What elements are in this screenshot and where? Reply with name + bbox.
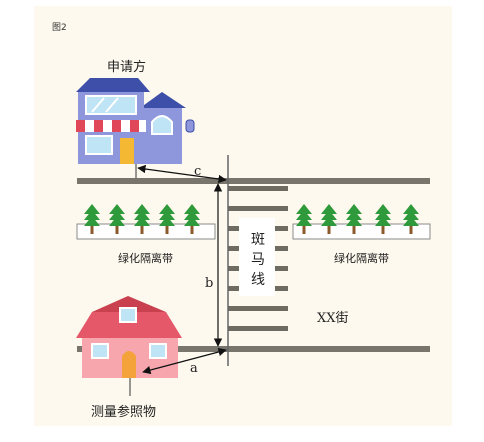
green-belt-right-box	[292, 223, 431, 240]
figure-label: 图2	[52, 23, 67, 33]
tree-icon	[296, 204, 312, 234]
tree-row-right	[296, 204, 419, 234]
crosswalk-label-box	[239, 218, 275, 296]
green-belt-left-box	[76, 223, 216, 240]
applicant-label: 申请方	[107, 60, 147, 75]
green-belt-left-label: 绿化隔离带	[118, 252, 173, 265]
distance-c-label: c	[194, 164, 202, 179]
road-top	[77, 178, 430, 184]
tree-row-left	[84, 204, 200, 234]
applicant-building	[76, 78, 195, 178]
road-bottom	[77, 346, 430, 352]
distance-a-arrow	[142, 347, 227, 375]
distance-b-label: b	[205, 276, 214, 291]
tree-icon	[346, 204, 362, 234]
tree-icon	[109, 204, 125, 234]
tree-icon	[84, 204, 100, 234]
tree-icon	[159, 204, 175, 234]
distance-a-label: a	[190, 361, 198, 376]
tree-icon	[184, 204, 200, 234]
reference-label: 测量参照物	[91, 405, 157, 420]
tree-icon	[403, 204, 419, 234]
crosswalk-label: 斑马线	[251, 232, 265, 288]
street-label: XX街	[317, 311, 349, 326]
tree-icon	[375, 204, 391, 234]
distance-c-arrow	[137, 164, 227, 184]
tree-icon	[321, 204, 337, 234]
green-belt-right-label: 绿化隔离带	[334, 252, 389, 265]
tree-icon	[134, 204, 150, 234]
